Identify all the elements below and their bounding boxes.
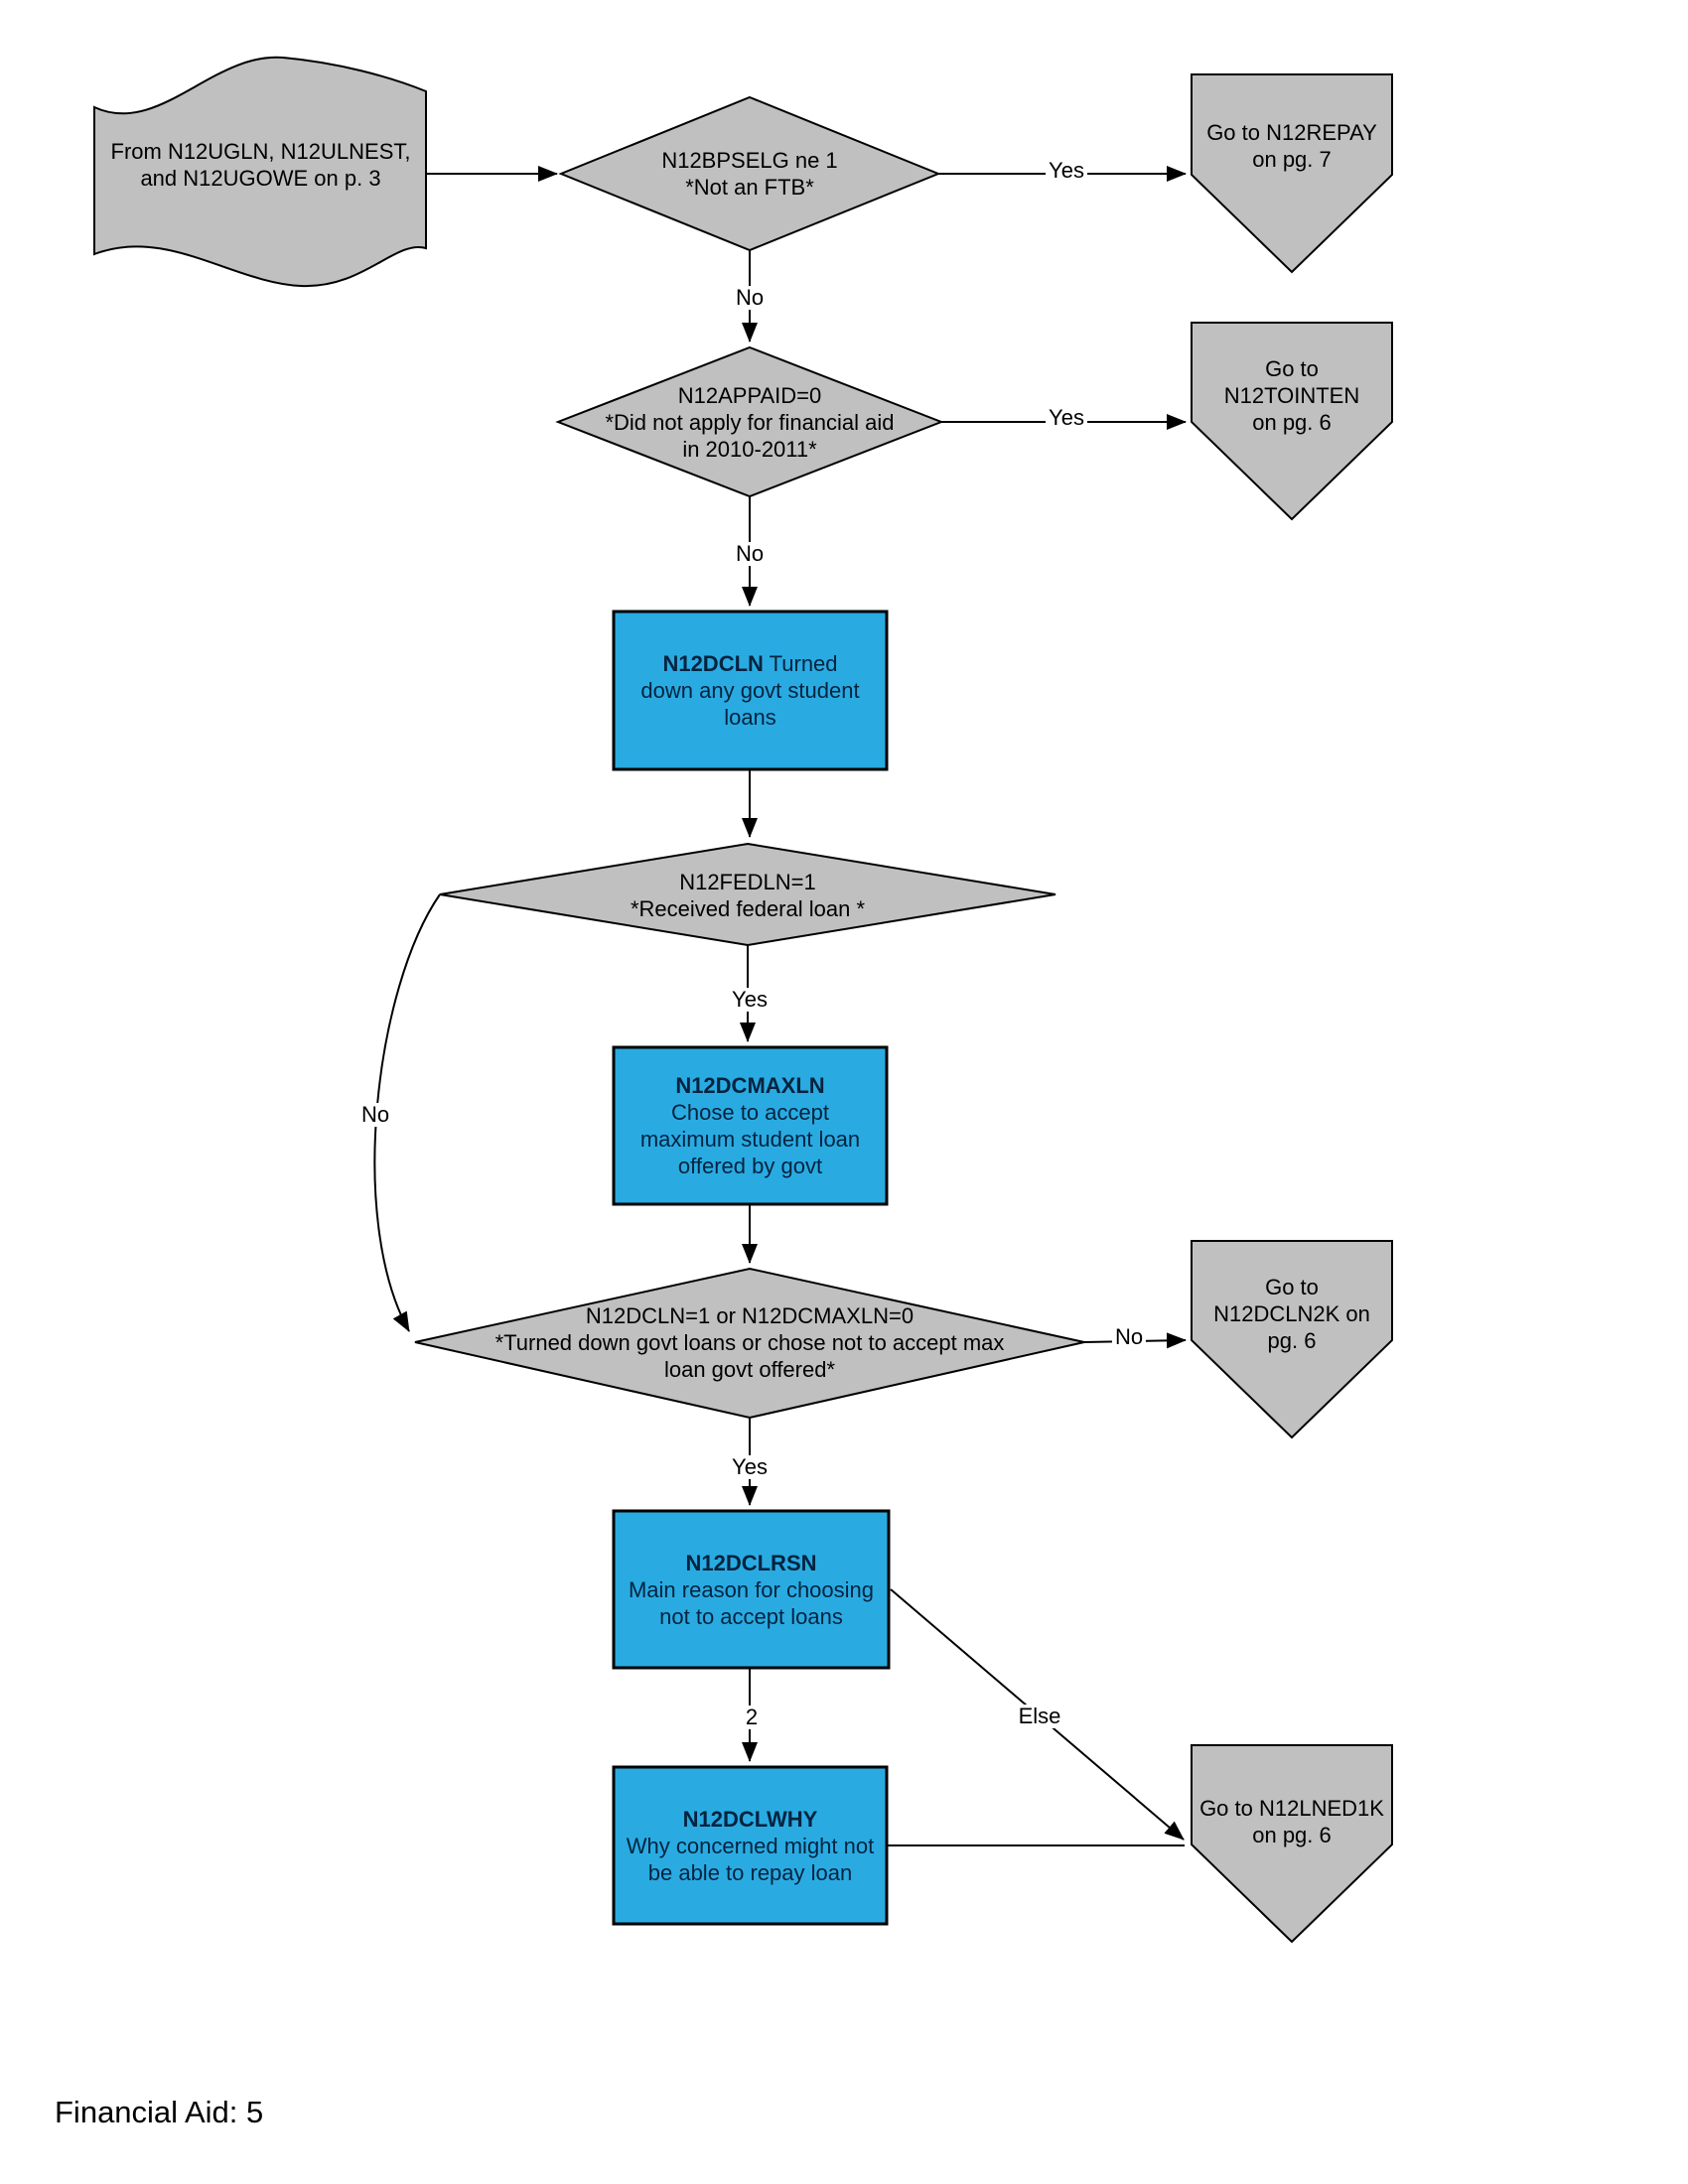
edge-label-dclnmax-no: No — [1111, 1325, 1147, 1349]
offpage-lned1k-shape — [1191, 1744, 1393, 1944]
label-line: *Not an FTB* — [685, 175, 814, 200]
label-line: *Did not apply for financial aid — [605, 409, 895, 435]
label-line: N12APPAID=0 — [677, 382, 822, 408]
label-line: N12DCLN2K on — [1213, 1300, 1370, 1326]
label-line: be able to repay loan — [647, 1859, 853, 1885]
label-line: Chose to accept — [671, 1100, 829, 1125]
label-line: Go to — [1265, 355, 1319, 381]
label-line: maximum student loan — [639, 1127, 861, 1152]
label-line: offered by govt — [677, 1154, 823, 1178]
label-line: Turned — [769, 651, 838, 676]
label-line: loans — [724, 705, 776, 730]
offpage-tointen-label: Go to N12TOINTEN on pg. 6 — [1196, 354, 1387, 436]
label-line: N12TOINTEN — [1223, 382, 1360, 408]
label-line: and N12UGOWE on p. 3 — [140, 166, 381, 191]
decision-bpselg-shape — [558, 95, 941, 252]
edge-label-fedln-yes: Yes — [729, 988, 771, 1012]
decision-dclnmax-shape — [414, 1267, 1085, 1420]
offpage-tointen-shape — [1191, 322, 1393, 521]
offpage-repay-shape — [1191, 73, 1393, 274]
decision-dclnmax-label: N12DCLN=1 or N12DCMAXLN=0 *Turned down g… — [427, 1291, 1072, 1394]
label-line: in 2010-2011* — [682, 436, 817, 462]
edge-label-dclnmax-yes: Yes — [729, 1455, 771, 1479]
process-dclrsn-label: N12DCLRSN Main reason for choosing not t… — [614, 1511, 889, 1668]
decision-appaid-shape — [555, 345, 944, 498]
process-dclwhy-shape — [612, 1765, 889, 1926]
label-line: down any govt student — [640, 678, 860, 703]
decision-appaid-label: N12APPAID=0 *Did not apply for financial… — [559, 372, 940, 472]
decision-fedln-shape — [439, 842, 1056, 947]
label-line: on pg. 6 — [1252, 1822, 1332, 1847]
offpage-dcln2k-label: Go to N12DCLN2K on pg. 6 — [1196, 1273, 1387, 1354]
edge-label-dclrsn-else: Else — [1015, 1705, 1064, 1728]
variable-code: N12DCLWHY — [682, 1806, 818, 1832]
label-line: N12DCLN Turned — [662, 650, 837, 677]
edge-label-bpselg-no: No — [732, 286, 768, 310]
edge-label-dclrsn-two: 2 — [742, 1706, 762, 1729]
variable-code: N12DCLRSN — [685, 1550, 817, 1575]
variable-code: N12DCMAXLN — [675, 1073, 825, 1098]
edge-label-fedln-no: No — [357, 1103, 393, 1127]
label-line: not to accept loans — [659, 1603, 843, 1629]
label-line: loan govt offered* — [663, 1356, 836, 1382]
decision-bpselg-label: N12BPSELG ne 1 *Not an FTB* — [571, 129, 928, 218]
label-line: Go to — [1265, 1274, 1319, 1299]
start-document-label: From N12UGLN, N12ULNEST, and N12UGOWE on… — [99, 100, 422, 229]
process-dclrsn-shape — [612, 1509, 891, 1670]
offpage-repay-label: Go to N12REPAY on pg. 7 — [1196, 117, 1387, 174]
label-line: Go to N12REPAY — [1206, 119, 1377, 145]
edge-label-bpselg-yes: Yes — [1046, 159, 1087, 183]
edge-label-appaid-yes: Yes — [1046, 406, 1087, 430]
offpage-lned1k-label: Go to N12LNED1K on pg. 6 — [1196, 1793, 1387, 1849]
label-line: Go to N12LNED1K — [1199, 1795, 1384, 1821]
process-dcmaxln-label: N12DCMAXLN Chose to accept maximum stude… — [614, 1047, 887, 1204]
label-line: N12BPSELG ne 1 — [661, 148, 838, 173]
label-line: Why concerned might not — [626, 1833, 875, 1858]
process-dclwhy-label: N12DCLWHY Why concerned might not be abl… — [614, 1767, 887, 1924]
label-line: *Received federal loan * — [630, 896, 866, 921]
label-line: pg. 6 — [1267, 1327, 1317, 1353]
offpage-dcln2k-shape — [1191, 1240, 1393, 1439]
process-dcln-shape — [612, 610, 889, 771]
process-dcln-label: N12DCLN Turned down any govt student loa… — [614, 612, 887, 769]
label-line: on pg. 7 — [1252, 146, 1332, 172]
label-line: Main reason for choosing — [628, 1576, 875, 1602]
decision-fedln-label: N12FEDLN=1 *Received federal loan * — [516, 858, 979, 933]
process-dcmaxln-shape — [612, 1045, 889, 1206]
label-line: N12FEDLN=1 — [679, 870, 816, 894]
label-line: *Turned down govt loans or chose not to … — [494, 1329, 1005, 1355]
start-document-shape — [93, 56, 427, 288]
label-line: From N12UGLN, N12ULNEST, — [110, 139, 411, 164]
page-footer: Financial Aid: 5 — [55, 2095, 264, 2129]
label-line: N12DCLN=1 or N12DCMAXLN=0 — [585, 1302, 914, 1328]
variable-code: N12DCLN — [662, 651, 764, 676]
edge-label-appaid-no: No — [732, 542, 768, 566]
label-line: on pg. 6 — [1252, 409, 1332, 435]
